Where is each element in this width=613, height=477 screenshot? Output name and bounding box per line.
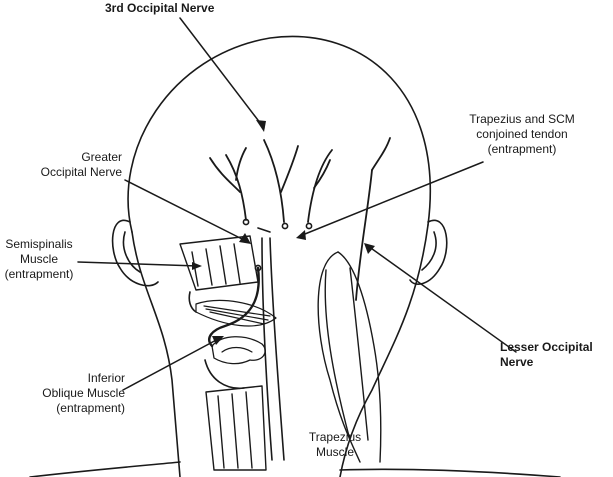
midline-tick — [257, 227, 271, 233]
semispinalis-muscle — [179, 235, 259, 291]
head-outline — [127, 35, 432, 233]
right-ear — [409, 219, 448, 285]
cervical-curve — [188, 291, 197, 313]
inferior-oblique-muscle — [195, 299, 277, 327]
nerve-branches — [209, 137, 391, 301]
trapezius-scm-tendon-label: Trapezius and SCM conjoined tendon (entr… — [469, 112, 575, 156]
neck-left-outline — [131, 231, 181, 477]
occipital-exit-right — [305, 222, 313, 230]
right-ear-inner — [421, 231, 437, 271]
neck-right-outline — [339, 224, 429, 477]
third-occipital-nerve-label: 3rd Occipital Nerve — [105, 1, 215, 15]
arrowheads — [192, 120, 375, 345]
greater-occipital-exit — [242, 218, 250, 226]
trapezius-muscle-label: Trapezius Muscle — [308, 430, 362, 459]
trapezius-scm-muscle — [317, 251, 382, 463]
shoulder-line-right — [339, 468, 561, 477]
inferior-oblique-muscle-label: Inferior Oblique Muscle (entrapment) — [42, 371, 125, 415]
midline-left — [261, 237, 273, 461]
midline-right — [269, 237, 285, 461]
vertebra-detail — [221, 346, 253, 353]
callout-lines — [77, 17, 517, 391]
lesser-occipital-nerve-label: Lesser Occipital Nerve — [500, 340, 593, 369]
left-ear — [111, 219, 159, 287]
trapezius-strap — [205, 385, 267, 471]
third-occipital-exit — [281, 222, 289, 230]
left-ear-inner — [122, 231, 141, 273]
shoulder-line — [29, 461, 181, 477]
semispinalis-muscle-label: Semispinalis Muscle (entrapment) — [4, 237, 74, 281]
greater-occipital-nerve-label: Greater Occipital Nerve — [40, 150, 122, 179]
cervical-curve-lower — [204, 359, 245, 389]
greater-occipital-course — [208, 266, 260, 348]
vertebra — [211, 336, 266, 365]
